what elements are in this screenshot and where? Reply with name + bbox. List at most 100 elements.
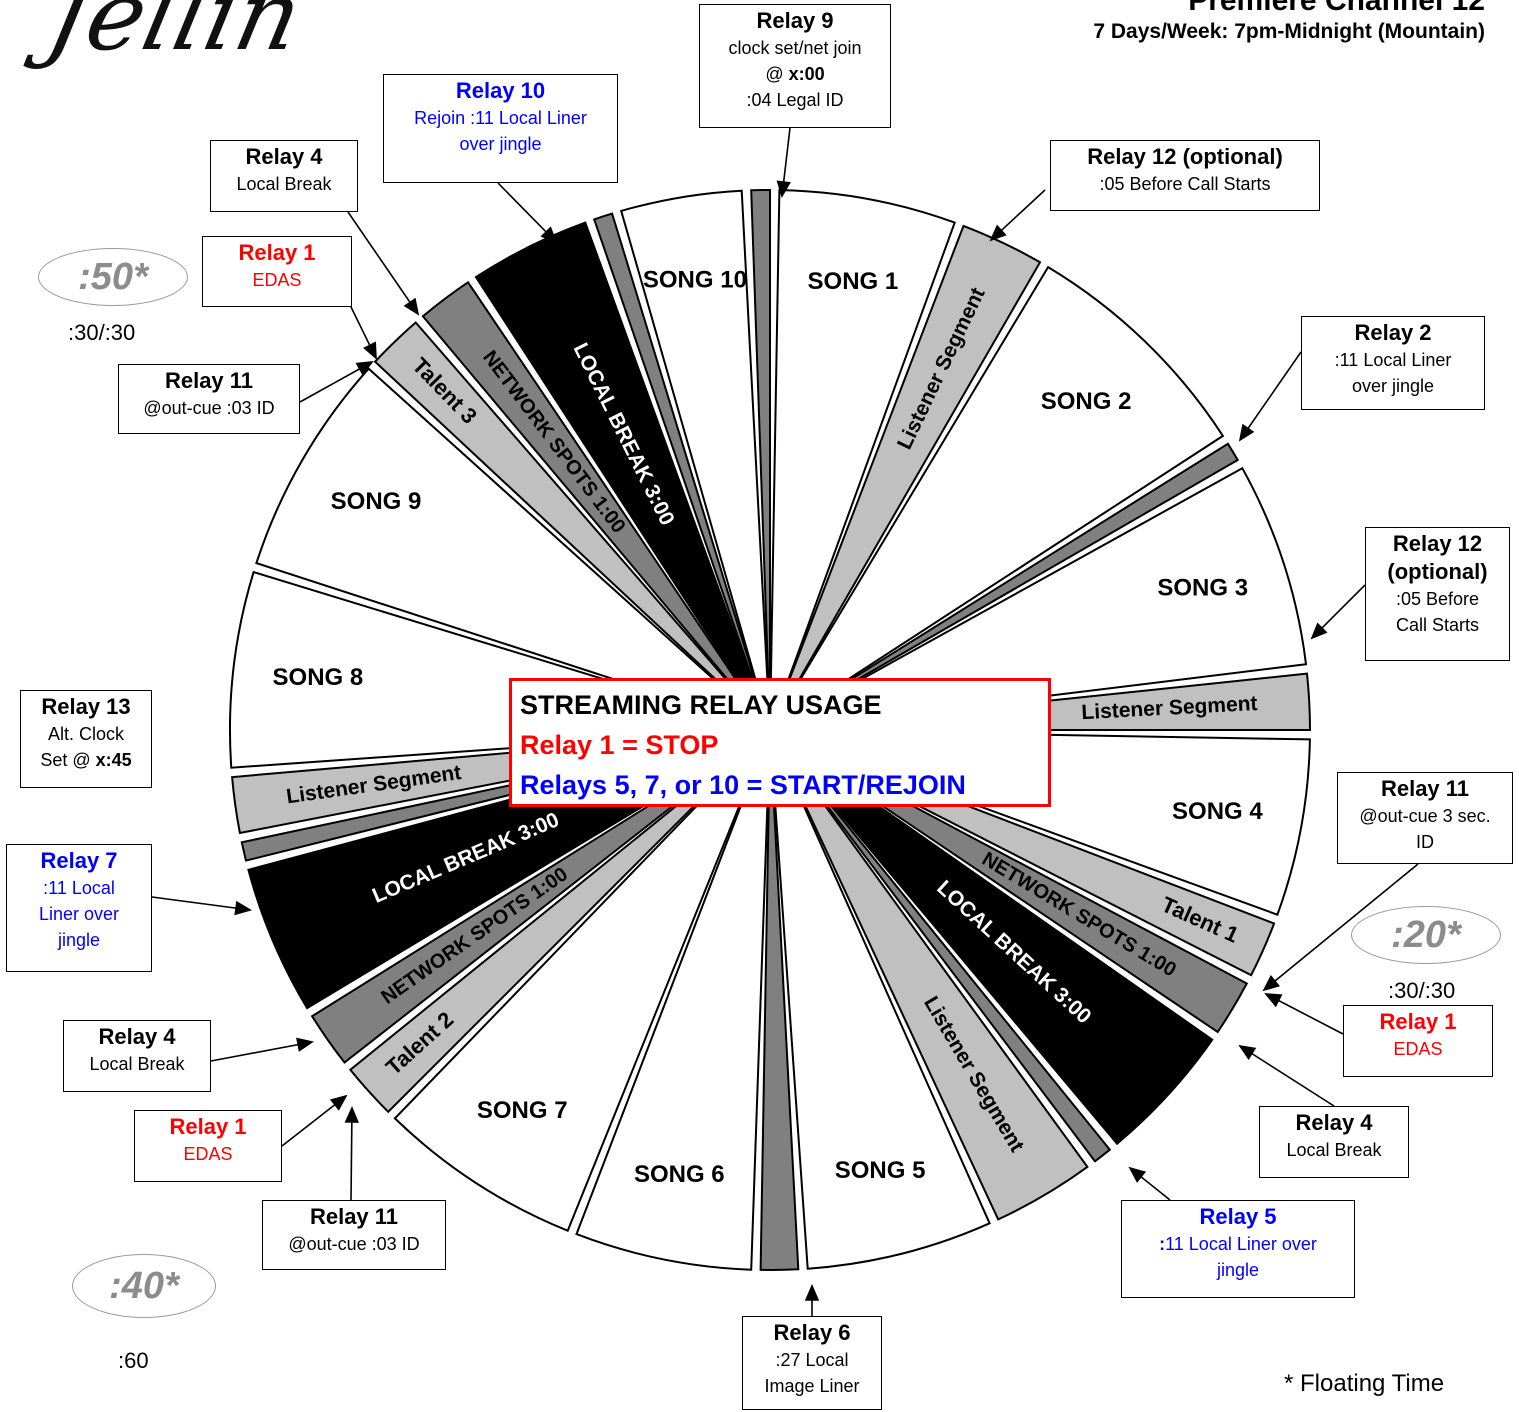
relay-pointer-arrowhead	[329, 1094, 348, 1111]
clock-segment	[474, 221, 771, 731]
floating-time-note: * Floating Time	[1284, 1370, 1445, 1397]
center-start-line: Relays 5, 7, or 10 = START/REJOIN	[520, 770, 966, 800]
relay-title: Relay 5	[1199, 1204, 1277, 1229]
relay-pointer-arrowhead	[1238, 423, 1255, 442]
floating-time-40-sub: :60	[118, 1348, 149, 1373]
relay-line: :27 Local	[775, 1350, 849, 1370]
relay-2-box: Relay 2 :11 Local Liner over jingle	[1301, 316, 1485, 410]
clock-segment	[575, 729, 771, 1271]
relay-title: (optional)	[1387, 559, 1488, 584]
center-stop-line: Relay 1 = STOP	[520, 730, 719, 760]
clock-segment-label: SONG 2	[1041, 388, 1132, 415]
clock-segment	[421, 280, 771, 731]
clock-segment-label: SONG 3	[1157, 575, 1248, 602]
relay-4-left-box: Relay 4 Local Break	[63, 1020, 211, 1092]
relay-line: :05 Before	[1395, 589, 1480, 609]
relay-pointer-arrowhead	[403, 297, 420, 316]
clock-segment	[769, 265, 1225, 731]
clock-segment	[769, 729, 1089, 1221]
relay-line: Local Break	[1286, 1140, 1382, 1160]
relay-pointer-arrowhead	[1238, 1044, 1257, 1061]
clock-segment-label: SONG 8	[273, 664, 364, 691]
relay-pointer-arrowhead	[1128, 1166, 1147, 1183]
relay-12-top-box: Relay 12 (optional) :05 Before Call Star…	[1050, 140, 1320, 211]
relay-5-box: Relay 5 :11 Local Liner over jingle	[1121, 1200, 1355, 1298]
page-title: Premiere Channel 12	[1188, 0, 1485, 17]
relay-line: :11 Local	[43, 878, 115, 898]
clock-segment-label: SONG 6	[634, 1161, 725, 1188]
clock-segment	[393, 729, 771, 1233]
clock-segment	[592, 212, 771, 731]
relay-line: over jingle	[459, 134, 542, 154]
relay-line: EDAS	[1393, 1039, 1443, 1059]
clock-segment	[769, 466, 1308, 731]
relay-line: @out-cue :03 ID	[143, 398, 275, 418]
relay-12-right-box: Relay 12 (optional) :05 Before Call Star…	[1365, 527, 1510, 661]
relay-pointer-line	[1263, 863, 1419, 991]
relay-pointer-line	[210, 1041, 313, 1062]
clock-segment-label: SONG 1	[808, 268, 899, 295]
relay-line: Call Starts	[1395, 615, 1480, 635]
streaming-relay-usage-box: STREAMING RELAY USAGE Relay 1 = STOP Rel…	[509, 678, 1051, 807]
clock-segment	[769, 729, 1112, 1163]
relay-title: Relay 11	[164, 368, 254, 393]
relay-title: Relay 12 (optional)	[1087, 144, 1283, 169]
relay-line: ID	[1416, 832, 1434, 852]
floating-time-20-oval: :20*	[1351, 906, 1501, 964]
relay-line: @out-cue :03 ID	[288, 1234, 420, 1254]
clock-segment	[769, 442, 1240, 731]
relay-title: Relay 10	[455, 78, 546, 103]
relay-6-box: Relay 6 :27 Local Image Liner	[742, 1316, 882, 1410]
relay-4-top-box: Relay 4 Local Break	[210, 140, 358, 212]
relay-line: Rejoin :11 Local Liner	[414, 108, 587, 128]
relay-pointer-arrowhead	[776, 180, 791, 199]
clock-segment-label: SONG 4	[1172, 798, 1263, 825]
floating-time-50-sub: :30/:30	[68, 320, 136, 345]
relay-pointer-arrowhead	[234, 900, 253, 916]
relay-pointer-line	[151, 896, 251, 911]
relay-pointer-line	[347, 211, 419, 315]
clock-segment	[348, 729, 771, 1114]
relay-pointer-arrowhead	[344, 1105, 360, 1123]
clock-segment	[769, 224, 1042, 731]
relay-line: Liner over	[38, 904, 120, 924]
relay-title: Relay 4	[1295, 1110, 1373, 1135]
floating-time-40-oval: :40*	[72, 1254, 216, 1318]
relay-line: :11 Local Liner	[1334, 350, 1452, 370]
relay-13-box: Relay 13 Alt. Clock Set @ x:45	[20, 690, 152, 788]
relay-11-right-box: Relay 11 @out-cue 3 sec. ID	[1337, 772, 1513, 864]
relay-title: Relay 12	[1392, 531, 1483, 556]
relay-line: jingle	[57, 930, 101, 950]
floating-time-50-oval: :50*	[38, 248, 188, 306]
relay-title: Relay 4	[98, 1024, 176, 1049]
relay-title: Relay 9	[756, 8, 834, 33]
clock-segment-label: SONG 9	[331, 488, 422, 515]
clock-segment	[310, 729, 771, 1064]
schedule-subtitle: 7 Days/Week: 7pm-Midnight (Mountain)	[1093, 20, 1485, 43]
relay-title: Relay 11	[309, 1204, 399, 1229]
clock-segment	[255, 367, 771, 731]
relay-title: Relay 2	[1354, 320, 1432, 345]
relay-pointer-line	[1239, 351, 1302, 441]
relay-line: @out-cue 3 sec.	[1359, 806, 1491, 826]
relay-line: clock set/net join	[728, 38, 862, 58]
relay-line: @ x:00	[765, 64, 825, 84]
relay-1-top-box: Relay 1 EDAS	[202, 236, 352, 307]
relay-pointer-line	[350, 1107, 353, 1201]
clock-segment-label: SONG 10	[643, 267, 747, 294]
relay-title: Relay 1	[169, 1114, 247, 1139]
relay-pointer-arrowhead	[1264, 993, 1283, 1008]
relay-pointer-line	[1239, 1045, 1335, 1107]
relay-line: over jingle	[1351, 376, 1435, 396]
relay-1-left-box: Relay 1 EDAS	[134, 1110, 282, 1182]
relay-4-right-box: Relay 4 Local Break	[1259, 1106, 1409, 1178]
relay-1-right-box: Relay 1 EDAS	[1343, 1005, 1493, 1077]
clock-segment	[619, 189, 771, 731]
relay-pointer-arrowhead	[296, 1037, 314, 1052]
relay-line: EDAS	[183, 1144, 233, 1164]
clock-segment	[750, 188, 771, 731]
relay-pointer-arrowhead	[540, 226, 558, 244]
relay-line: :05 Before Call Starts	[1099, 174, 1271, 194]
relay-title: Relay 11	[1380, 776, 1470, 801]
clock-segment	[759, 729, 800, 1271]
